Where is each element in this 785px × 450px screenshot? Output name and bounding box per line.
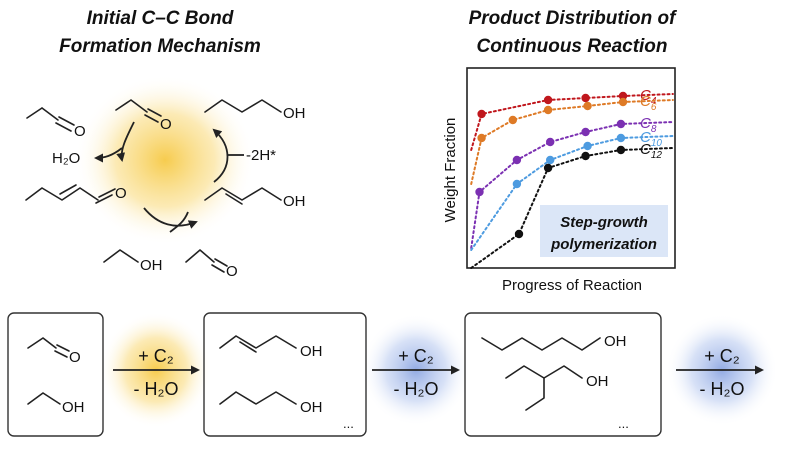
box-acetaldehyde: O — [27, 337, 81, 366]
plot-frame — [466, 67, 676, 269]
c4-product-box — [203, 312, 367, 437]
mechanism-title-line1: Initial C–C Bond — [87, 8, 234, 29]
data-point-c4-0 — [477, 109, 486, 119]
step1-minus-label: - H₂O — [134, 379, 179, 399]
water-label: H₂O — [52, 150, 80, 167]
crotonaldehyde-molecule: O — [25, 184, 127, 204]
data-point-c8-3 — [581, 127, 590, 137]
atom-oh: OH — [283, 105, 306, 122]
data-point-c8-4 — [616, 119, 626, 129]
data-point-c8-0 — [475, 187, 484, 197]
data-point-c10-1 — [546, 155, 555, 165]
distribution-title-line2: Continuous Reaction — [476, 36, 667, 57]
atom-o: O — [74, 123, 86, 140]
catalyst-glow — [75, 75, 255, 245]
annotation-line2: polymerization — [550, 236, 657, 253]
data-point-c6-0 — [477, 133, 486, 143]
step3-plus-label: + C₂ — [704, 346, 740, 366]
acetaldehyde-molecule-bottom: O — [185, 249, 238, 280]
monomer-box — [7, 312, 104, 437]
trend-line-c10 — [470, 135, 674, 251]
data-point-c12-1 — [543, 163, 553, 173]
data-point-c4-3 — [618, 91, 628, 101]
data-point-c6-4 — [618, 97, 628, 107]
atom-oh: OH — [300, 343, 323, 360]
ethanol-molecule: OH — [103, 249, 163, 274]
atom-oh: OH — [62, 399, 85, 416]
data-point-c10-0 — [512, 179, 522, 189]
box-ethylbutanol: OH — [505, 365, 609, 411]
data-point-c10-2 — [583, 141, 592, 151]
data-point-c4-2 — [581, 93, 590, 103]
atom-oh: OH — [140, 257, 163, 274]
mechanism-title-line2: Formation Mechanism — [59, 36, 261, 57]
crotyl-alcohol-molecule: OH — [204, 187, 306, 210]
x-axis-label: Progress of Reaction — [502, 277, 642, 294]
atom-oh: OH — [604, 333, 627, 350]
atom-o: O — [160, 116, 172, 133]
more-products-ellipsis: ... — [618, 416, 629, 431]
step1-plus-label: + C₂ — [138, 346, 174, 366]
annotation-box — [540, 205, 668, 257]
step2-minus-label: - H₂O — [394, 379, 439, 399]
data-point-c8-1 — [512, 155, 522, 165]
cycle-arrow-ethanol — [169, 211, 189, 233]
y-axis-label: Weight Fraction — [442, 118, 459, 223]
cycle-arrow-right — [212, 128, 229, 183]
data-point-c6-3 — [583, 101, 592, 111]
data-point-c10-3 — [616, 133, 626, 143]
data-point-c8-2 — [546, 137, 555, 147]
atom-o: O — [226, 263, 238, 280]
hydrogen-label: -2H* — [246, 147, 276, 164]
more-products-ellipsis: ... — [343, 416, 354, 431]
cycle-arrow-bottom — [143, 207, 198, 229]
trend-line-c4 — [470, 93, 674, 151]
distribution-title-line1: Product Distribution of — [469, 8, 678, 29]
cycle-arrow-water — [94, 147, 123, 163]
atom-o: O — [115, 185, 127, 202]
annotation-line1: Step-growth — [560, 214, 648, 231]
acetaldehyde-molecule: O — [26, 107, 86, 140]
box-ethanol: OH — [27, 392, 85, 416]
data-point-c4-1 — [543, 95, 553, 105]
trend-line-c12 — [470, 147, 674, 269]
atom-oh: OH — [300, 399, 323, 416]
atom-oh: OH — [283, 193, 306, 210]
step2-plus-label: + C₂ — [398, 346, 434, 366]
box-crotyl-alcohol: OH — [219, 335, 323, 360]
data-point-c12-3 — [616, 145, 626, 155]
step3-minus-label: - H₂O — [700, 379, 745, 399]
acetaldehyde-molecule-top: O — [115, 99, 172, 133]
box-butanol: OH — [219, 391, 323, 416]
butanol-molecule: OH — [204, 99, 306, 122]
cycle-arrow-top — [116, 121, 135, 162]
c6-product-box — [464, 312, 662, 437]
data-point-c6-1 — [508, 115, 517, 125]
box-hexanol: OH — [481, 333, 627, 351]
atom-oh: OH — [586, 373, 609, 390]
data-point-c12-2 — [581, 151, 590, 161]
atom-o: O — [69, 349, 81, 366]
data-point-c12-0 — [514, 229, 524, 239]
data-point-c6-2 — [543, 105, 553, 115]
